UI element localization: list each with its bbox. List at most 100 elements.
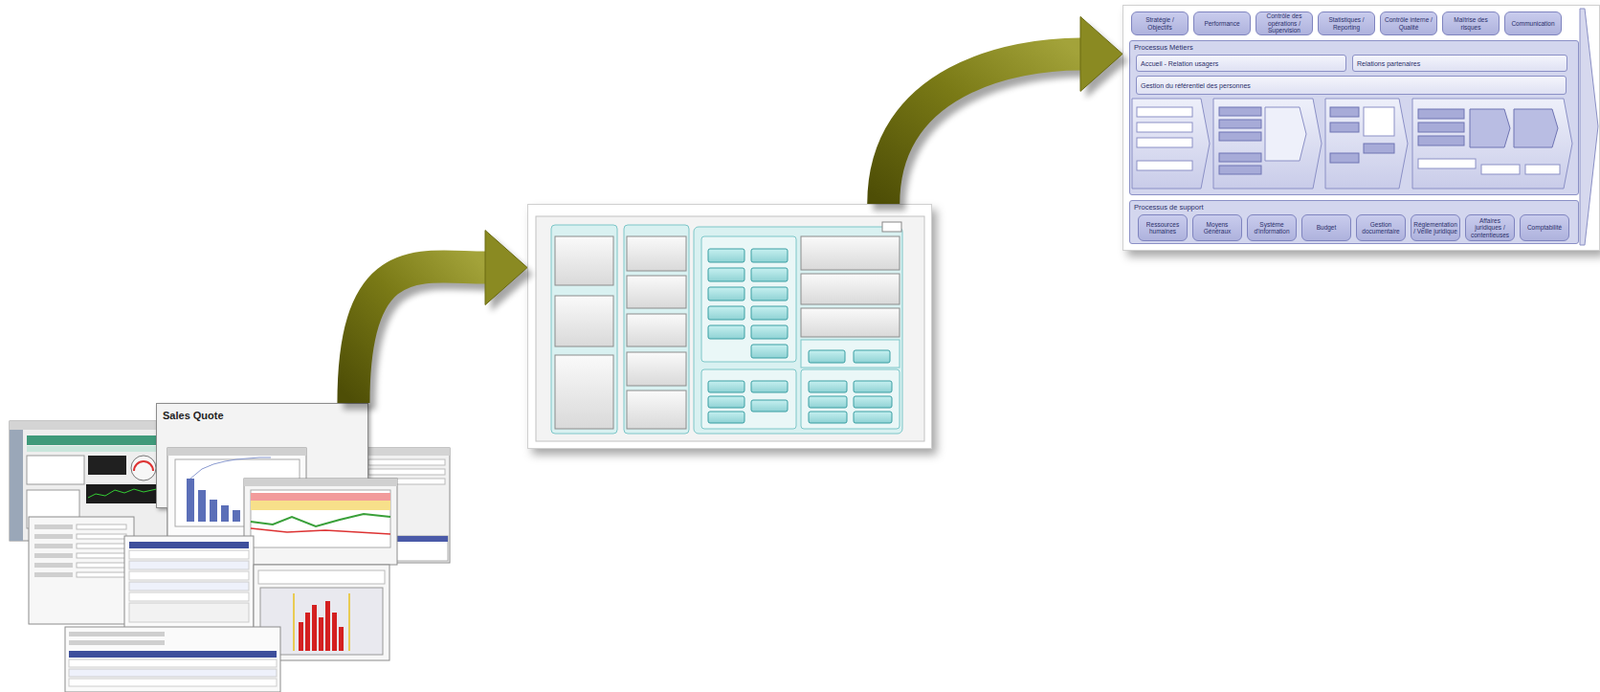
node-label: Contrôle des opérations / Supervision	[1258, 12, 1311, 35]
decor-shape	[86, 484, 163, 504]
decor-shape	[626, 352, 687, 386]
decor-shape	[701, 236, 797, 362]
curved-arrow	[353, 230, 534, 410]
decor-shape	[1325, 98, 1408, 189]
decor-shape	[853, 396, 892, 408]
decor-shape	[34, 543, 73, 549]
arrow-head	[1080, 16, 1123, 91]
decor-shape	[266, 516, 275, 522]
decor-shape	[808, 396, 847, 408]
node-label: Communication	[1511, 20, 1555, 28]
decor-shape	[305, 612, 311, 651]
decor-shape	[368, 478, 445, 485]
decor-shape	[693, 226, 903, 434]
node-label: Gestion documentaire	[1358, 221, 1403, 236]
arrow-body	[353, 266, 486, 403]
decor-shape	[167, 447, 307, 456]
decor-shape	[250, 528, 391, 534]
decor-shape	[1513, 109, 1558, 148]
decor-shape	[1363, 107, 1395, 136]
decor-shape	[392, 535, 448, 561]
decor-shape	[68, 631, 165, 637]
decor-shape	[34, 562, 73, 568]
decor-shape	[708, 248, 745, 263]
decor-shape	[808, 411, 847, 423]
arrow-shadow	[888, 22, 1129, 211]
decor-shape	[255, 514, 264, 522]
decor-shape	[26, 445, 163, 452]
decor-shape	[1525, 164, 1560, 175]
pill-node: Budget	[1301, 214, 1352, 242]
decor-shape	[318, 617, 324, 651]
decor-shape	[555, 295, 614, 347]
decor-shape	[1136, 160, 1193, 171]
node-label: Stratégie / Objectifs	[1133, 16, 1186, 31]
decor-shape	[68, 640, 165, 645]
decor-shape	[751, 267, 788, 282]
decor-shape	[1418, 135, 1465, 146]
decor-shape	[882, 222, 902, 232]
decor-shape	[368, 459, 445, 466]
decor-shape	[626, 275, 687, 309]
architecture-map	[535, 216, 925, 442]
node-label: Comptabilité	[1527, 223, 1562, 232]
band-node: Processus MétiersAccueil - Relation usag…	[1129, 40, 1579, 196]
decor-shape	[1579, 8, 1599, 245]
decor-shape	[298, 622, 304, 651]
pill-node: Statistiques / Reporting	[1317, 11, 1376, 36]
decor-shape	[751, 325, 788, 339]
decor-shape	[1330, 153, 1359, 163]
pill-node: Performance	[1193, 11, 1251, 36]
pill-node: Réglementation / Veille juridique	[1410, 214, 1461, 242]
decor-shape	[244, 478, 398, 565]
decor-shape	[88, 488, 161, 498]
screenshot-front	[28, 447, 398, 692]
decor-shape	[708, 396, 745, 408]
decor-shape	[751, 400, 788, 412]
decor-shape	[392, 535, 448, 542]
decor-shape	[250, 500, 391, 511]
arrow-shadow-body	[358, 272, 491, 410]
node-label: Affaires juridiques / contentieuses	[1467, 217, 1512, 240]
node-label: Statistiques / Reporting	[1320, 16, 1373, 31]
decor-shape	[9, 421, 168, 541]
node-label: Contrôle interne / Qualité	[1382, 16, 1435, 31]
decor-shape	[129, 571, 249, 580]
panel-node	[527, 203, 933, 449]
pill-node: Contrôle interne / Qualité	[1379, 11, 1438, 36]
decor-shape	[1265, 107, 1307, 161]
band-heading: Processus Métiers	[1133, 43, 1194, 52]
pill-node: Gestion documentaire	[1355, 214, 1406, 242]
decor-shape	[800, 339, 900, 368]
decor-shape	[332, 612, 337, 651]
decor-shape	[1469, 109, 1511, 148]
decor-shape	[1136, 122, 1193, 133]
pill-node: Maîtrise des risques	[1442, 11, 1500, 36]
decor-shape	[535, 216, 925, 442]
decor-shape	[853, 350, 890, 363]
decor-shape	[808, 350, 845, 363]
decor-shape	[1412, 98, 1573, 189]
decor-shape	[250, 513, 391, 527]
decor-shape	[34, 553, 73, 558]
decor-shape	[626, 313, 687, 347]
decor-shape	[76, 543, 127, 549]
win-node: Sales Quote	[155, 402, 369, 509]
decor-shape	[708, 380, 745, 393]
decor-shape	[28, 516, 134, 624]
decor-shape	[68, 668, 277, 677]
decor-shape	[65, 626, 281, 692]
decor-shape	[1418, 109, 1465, 119]
decor-shape	[325, 600, 331, 651]
decor-shape	[244, 512, 252, 522]
node-label: Moyens Généraux	[1195, 221, 1240, 236]
decor-shape	[1219, 165, 1262, 175]
decor-shape	[9, 421, 168, 430]
pill-node: Ressources humaines	[1137, 214, 1188, 242]
decor-shape	[1219, 153, 1262, 162]
decor-shape	[708, 267, 745, 282]
pill-node: Moyens Généraux	[1192, 214, 1243, 242]
decor-shape	[1219, 132, 1262, 141]
band-node: Processus de supportRessources humainesM…	[1129, 200, 1579, 245]
node-label: Sales Quote	[162, 409, 224, 422]
